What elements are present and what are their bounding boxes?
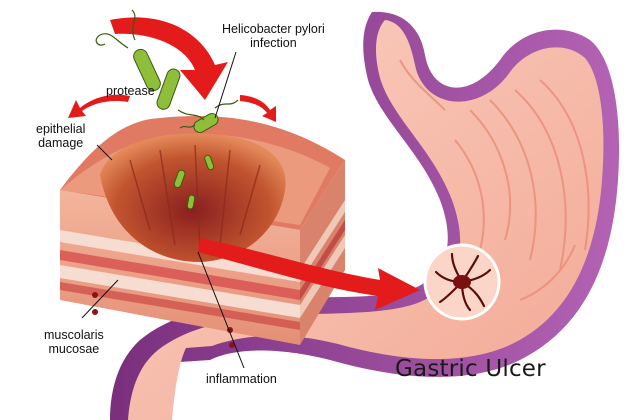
red-arrow-icon xyxy=(198,238,420,310)
inflammation-label: inflammation xyxy=(206,372,277,386)
muscularis-mucosae-label: muscolaris mucosae xyxy=(44,328,104,356)
infection-arrow-icon xyxy=(110,17,228,101)
pylori-label: Helicobacter pylori infection xyxy=(222,22,325,50)
tissue-cross-section xyxy=(60,116,345,348)
protease-arrow-right-icon xyxy=(240,95,276,122)
diagram-title: Gastric Ulcer xyxy=(395,356,546,382)
gastric-folds xyxy=(399,59,590,301)
bacteria-flagella xyxy=(95,9,239,129)
protease-label: protease xyxy=(106,84,155,98)
protease-arrow-left-icon xyxy=(68,94,130,118)
bacteria-icon xyxy=(133,48,219,210)
leader-lines xyxy=(81,51,245,369)
ulcer-lesion-icon xyxy=(423,243,501,321)
epithelial-damage-label: epithelial damage xyxy=(36,122,86,150)
